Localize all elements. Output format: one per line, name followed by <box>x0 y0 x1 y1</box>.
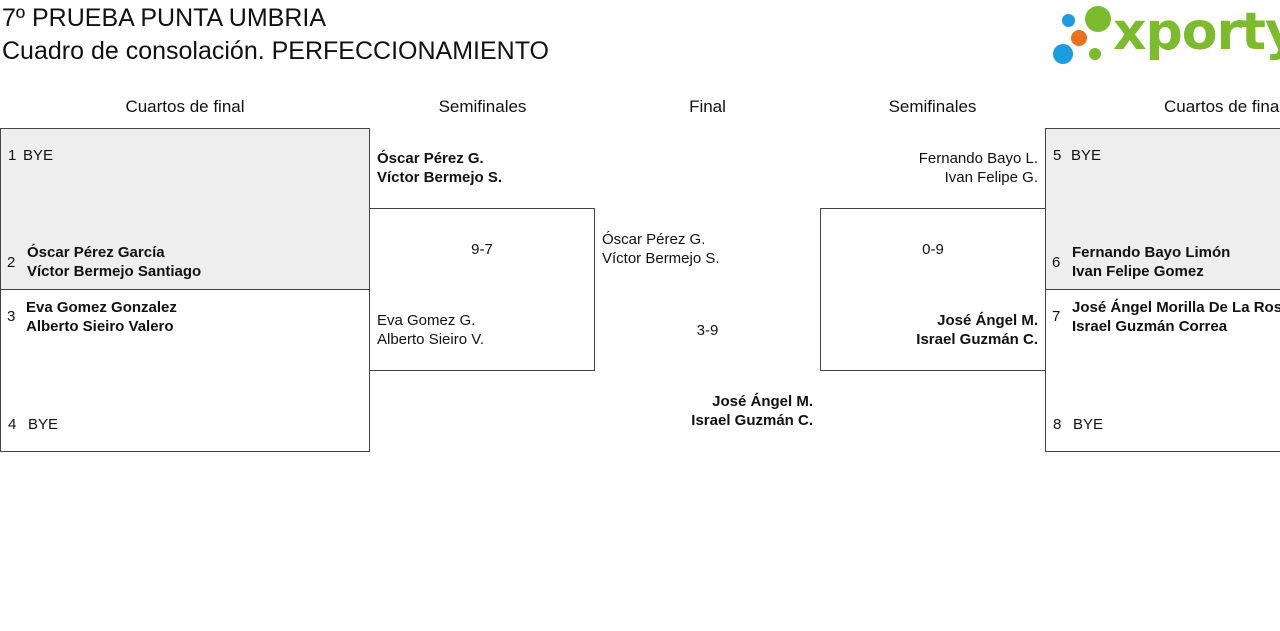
match-score: 3-9 <box>696 322 719 339</box>
page-title: 7º PRUEBA PUNTA UMBRIA <box>2 4 327 32</box>
logo-dot-icon <box>1053 44 1073 64</box>
logo-dot-icon <box>1089 48 1101 60</box>
seed-number: 2 <box>7 254 16 271</box>
player-name: Víctor Bermejo S. <box>602 250 720 267</box>
player-name: BYE <box>28 416 59 433</box>
logo-dot-icon <box>1085 6 1111 32</box>
seed-number: 5 <box>1053 147 1062 164</box>
player-name: Víctor Bermejo Santiago <box>27 263 202 280</box>
player-name: Eva Gomez G. <box>377 312 476 329</box>
player-name: José Ángel Morilla De La Rosa <box>1072 299 1280 316</box>
player-name: Israel Guzmán C. <box>916 331 1038 348</box>
column-heading-left-quarterfinals: Cuartos de final <box>125 97 245 116</box>
xporty-logo[interactable]: xporty <box>1050 2 1280 68</box>
match-score: 0-9 <box>922 241 944 258</box>
seed-number: 1 <box>8 147 17 164</box>
column-heading-left-semifinals: Semifinales <box>438 97 527 116</box>
player-name: Ivan Felipe G. <box>944 169 1038 186</box>
player-name: Ivan Felipe Gomez <box>1072 263 1204 280</box>
seed-number: 7 <box>1052 308 1061 325</box>
page-subtitle: Cuadro de consolación. PERFECCIONAMIENTO <box>2 37 549 65</box>
player-name: Óscar Pérez G. <box>377 150 484 167</box>
player-name: BYE <box>1071 147 1102 164</box>
logo-dot-icon <box>1062 14 1075 27</box>
player-name: José Ángel M. <box>937 312 1038 329</box>
column-heading-right-semifinals: Semifinales <box>888 97 977 116</box>
player-name: Alberto Sieiro Valero <box>26 318 174 335</box>
player-name: Alberto Sieiro V. <box>377 331 485 348</box>
right-quarterfinal-match-1[interactable] <box>1045 128 1280 290</box>
player-name: Víctor Bermejo S. <box>377 169 503 186</box>
logo-dot-icon <box>1071 30 1087 46</box>
player-name: Fernando Bayo Limón <box>1072 244 1231 261</box>
seed-number: 8 <box>1053 416 1062 433</box>
seed-number: 4 <box>8 416 17 433</box>
seed-number: 6 <box>1052 254 1061 271</box>
player-name: Eva Gomez Gonzalez <box>26 299 177 316</box>
match-score: 9-7 <box>471 241 493 258</box>
right-quarterfinal-match-2[interactable] <box>1045 289 1280 452</box>
player-name: BYE <box>1073 416 1104 433</box>
left-quarterfinal-match-1[interactable] <box>0 128 370 290</box>
player-name: Óscar Pérez García <box>27 244 165 261</box>
player-name: José Ángel M. <box>712 393 813 410</box>
right-quarterfinal-2-content: 7 José Ángel Morilla De La Rosa Israel G… <box>1046 290 1280 450</box>
column-heading-right-quarterfinals: Cuartos de final <box>1164 97 1280 116</box>
seed-number: 3 <box>7 308 16 325</box>
player-name: Fernando Bayo L. <box>918 150 1038 167</box>
logo-text: xporty <box>1113 2 1280 62</box>
player-name: Israel Guzmán C. <box>691 412 813 429</box>
left-semifinal-match[interactable] <box>369 208 595 371</box>
player-name: BYE <box>23 147 54 164</box>
player-name: Óscar Pérez G. <box>602 231 706 248</box>
column-heading-final: Final <box>689 97 726 116</box>
player-name: Israel Guzmán Correa <box>1072 318 1228 335</box>
